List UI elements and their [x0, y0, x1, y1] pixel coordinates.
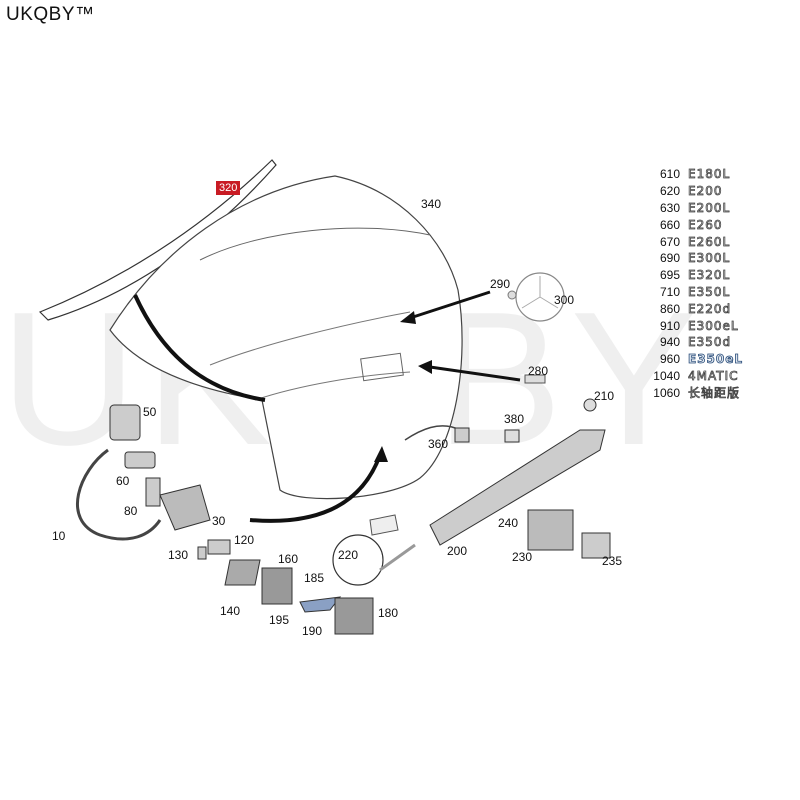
brand-title: UKQBY™ — [6, 4, 95, 25]
label-290: 290 — [490, 277, 511, 291]
arrow-bottom — [249, 454, 382, 523]
label-195: 195 — [269, 613, 290, 627]
legend-row: 620 E200 — [650, 183, 743, 200]
label-300: 300 — [554, 293, 575, 307]
legend-code: E180L — [688, 167, 731, 182]
label-340: 340 — [421, 197, 442, 211]
legend-code: E200 — [688, 184, 723, 199]
label-140: 140 — [220, 604, 241, 618]
spoiler-part — [38, 159, 277, 321]
label-10: 10 — [52, 529, 66, 543]
legend-num: 710 — [659, 284, 680, 299]
handle-strip-part — [429, 429, 606, 546]
legend-num: 660 — [659, 217, 680, 232]
legend-code: 长轴距版 — [688, 386, 741, 401]
arrow-280 — [429, 365, 521, 382]
label-200: 200 — [447, 544, 468, 558]
part-220-ring — [332, 534, 384, 586]
variant-legend: 610 E180L 620 E200 630 E200L 660 E260 670 E26… — [650, 166, 743, 401]
legend-code: E300eL — [688, 318, 739, 333]
legend-code: E320L — [688, 268, 731, 283]
legend-num: 620 — [659, 184, 680, 199]
legend-code: E350d — [688, 335, 732, 350]
cable-part — [75, 448, 162, 541]
label-360: 360 — [428, 437, 449, 451]
legend-row: 710 E350L — [650, 284, 743, 301]
label-235: 235 — [602, 554, 623, 568]
legend-code: E220d — [688, 301, 732, 316]
arrow-290 — [409, 290, 491, 320]
trunk-lid-part — [109, 175, 463, 500]
label-190: 190 — [302, 624, 323, 638]
legend-num: 610 — [659, 167, 680, 182]
label-380: 380 — [504, 412, 525, 426]
legend-code: E300L — [688, 251, 731, 266]
legend-code: E350eL — [688, 352, 744, 367]
legend-num: 1060 — [653, 385, 680, 400]
label-280: 280 — [528, 364, 549, 378]
label-60: 60 — [116, 474, 130, 488]
legend-num: 940 — [659, 335, 680, 350]
label-30: 30 — [212, 514, 226, 528]
label-80: 80 — [124, 504, 138, 518]
legend-num: 860 — [659, 301, 680, 316]
arrow-320 — [133, 294, 266, 402]
legend-row: 670 E260L — [650, 233, 743, 250]
label-240: 240 — [498, 516, 519, 530]
legend-code: E260L — [688, 234, 731, 249]
legend-num: 670 — [659, 234, 680, 249]
legend-code: E260 — [688, 217, 723, 232]
label-320: 320 — [216, 181, 241, 195]
label-50: 50 — [143, 405, 157, 419]
legend-num: 690 — [659, 251, 680, 266]
label-220: 220 — [338, 548, 359, 562]
legend-num: 960 — [659, 352, 680, 367]
label-130: 130 — [168, 548, 189, 562]
legend-row: 960 E350eL — [650, 351, 743, 368]
legend-row: 695 E320L — [650, 267, 743, 284]
label-230: 230 — [512, 550, 533, 564]
label-185: 185 — [304, 571, 325, 585]
label-120: 120 — [234, 533, 255, 547]
label-180: 180 — [378, 606, 399, 620]
legend-row: 660 E260 — [650, 216, 743, 233]
legend-num: 630 — [659, 200, 680, 215]
legend-row: 610 E180L — [650, 166, 743, 183]
legend-row: 630 E200L — [650, 200, 743, 217]
legend-row: 690 E300L — [650, 250, 743, 267]
label-210: 210 — [594, 389, 615, 403]
legend-row: 940 E350d — [650, 334, 743, 351]
label-160: 160 — [278, 552, 299, 566]
legend-row: 860 E220d — [650, 300, 743, 317]
legend-row: 1040 4MATIC — [650, 368, 743, 385]
legend-code: E200L — [688, 200, 731, 216]
legend-code: 4MATIC — [688, 368, 739, 384]
legend-row: 910 E300eL — [650, 317, 743, 334]
legend-code: E350L — [688, 284, 731, 300]
legend-num: 910 — [659, 318, 680, 333]
legend-num: 695 — [659, 268, 680, 283]
legend-num: 1040 — [653, 368, 680, 383]
legend-row: 1060 长轴距版 — [650, 384, 743, 401]
